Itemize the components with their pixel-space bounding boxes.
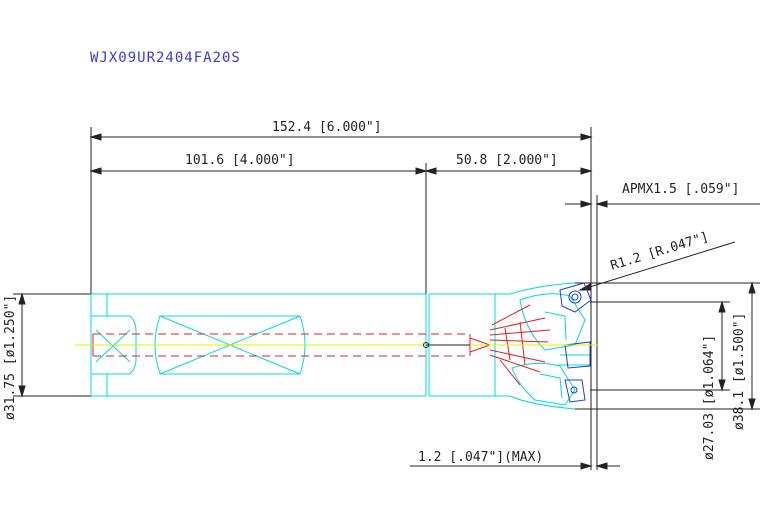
head-length-label: 50.8 [2.000"] <box>456 153 558 168</box>
part-code: WJX09UR2404FA20S <box>90 50 241 66</box>
overall-length-label: 152.4 [6.000"] <box>272 120 382 135</box>
cutting-diameter-label: ø38.1 [ø1.500"] <box>732 313 747 430</box>
insert-outline <box>559 282 592 403</box>
gauge-point <box>423 342 429 348</box>
inner-diameter-label: ø27.03 [ø1.064"] <box>702 335 717 460</box>
coolant-hatch <box>489 304 551 386</box>
apmx-label: APMX1.5 [.059"] <box>622 182 739 197</box>
dimension-lines <box>13 127 760 470</box>
hidden-lines <box>92 304 551 386</box>
corner-radius-label: R1.2 [R.047"] <box>609 230 711 274</box>
shank-length-label: 101.6 [4.000"] <box>185 153 295 168</box>
tool-body-outline <box>90 282 590 410</box>
max-offset-label: 1.2 [.047"](MAX) <box>418 450 543 465</box>
shank-diameter-label: ø31.75 [ø1.250"] <box>3 295 18 420</box>
